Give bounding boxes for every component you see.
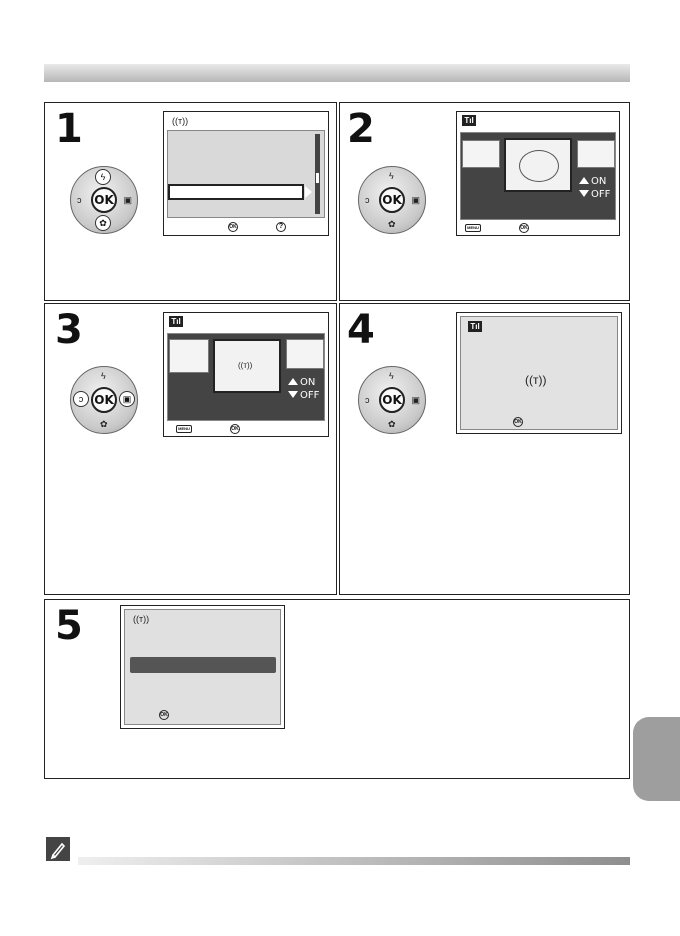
highlighted-menu-item[interactable]: [130, 657, 276, 673]
signal-strength-icon: Tıl: [468, 321, 482, 332]
ok-icon: OK: [513, 417, 523, 427]
menu-icon: MENU: [465, 224, 481, 232]
on-label: ON: [300, 377, 316, 388]
flash-icon: ϟ: [101, 371, 106, 381]
ok-button[interactable]: OK: [379, 187, 405, 213]
signal-strength-icon: Tıl: [462, 115, 476, 126]
thumbnail-next: [577, 140, 615, 168]
flower-image: [519, 150, 559, 182]
ok-icon: OK: [228, 222, 238, 232]
ok-icon: OK: [230, 424, 240, 434]
macro-icon: ✿: [388, 219, 396, 229]
wireless-icon: ((ᴛ)): [525, 373, 547, 387]
menu-icon: MENU: [176, 425, 192, 433]
multi-selector: ϟ ✿ ↄ ▣ OK: [358, 166, 426, 234]
scrollbar-thumb: [315, 172, 320, 184]
thumbnail-next: [286, 339, 324, 369]
step-1-panel: 1 ϟ ✿ ↄ ▣ OK ((ᴛ)) OK ?: [44, 102, 337, 301]
step-3-panel: 3 ϟ ✿ ↄ ▣ OK Tıl ((ᴛ)) ON OFF MENU OK: [44, 303, 337, 595]
ok-button[interactable]: OK: [91, 387, 117, 413]
multi-selector: ϟ ✿ ↄ ▣ OK: [70, 166, 138, 234]
step-5-panel: 5 ((ᴛ)) OK: [44, 599, 630, 779]
step-number-3: 3: [55, 307, 83, 353]
camera-monitor-2: Tıl ON OFF MENU OK: [456, 111, 620, 236]
thumbnail-previous: [169, 339, 209, 373]
flash-icon: ϟ: [389, 171, 394, 181]
off-indicator: OFF: [579, 189, 610, 200]
section-header-bar: [44, 64, 630, 82]
exposure-comp-icon: ▣: [123, 195, 132, 205]
self-timer-icon: ↄ: [77, 195, 82, 205]
help-icon: ?: [276, 222, 286, 232]
wireless-icon: ((ᴛ)): [172, 116, 189, 126]
off-label: OFF: [591, 189, 611, 200]
thumbnail-selected[interactable]: [213, 339, 281, 393]
step-4-panel: 4 ϟ ✿ ↄ ▣ OK Tıl ((ᴛ)) OK: [339, 303, 630, 595]
exposure-comp-icon: ▣: [411, 195, 420, 205]
macro-icon: ✿: [100, 419, 108, 429]
transfer-screen: [460, 316, 618, 430]
multi-selector: ϟ ✿ ↄ ▣ OK: [70, 366, 138, 434]
menu-item-arrow: [305, 186, 312, 198]
ok-button[interactable]: OK: [91, 187, 117, 213]
chapter-side-tab: [633, 717, 680, 801]
step-number-2: 2: [347, 106, 375, 152]
ok-icon: OK: [519, 223, 529, 233]
exposure-comp-icon: ▣: [411, 395, 420, 405]
off-label: OFF: [300, 390, 320, 401]
macro-icon: ✿: [95, 215, 111, 231]
menu-list-area: [167, 130, 325, 218]
macro-icon: ✿: [388, 419, 396, 429]
ok-button[interactable]: OK: [379, 387, 405, 413]
on-indicator: ON: [288, 377, 315, 388]
flash-icon: ϟ: [95, 169, 111, 185]
highlighted-menu-item[interactable]: [168, 184, 304, 200]
wireless-icon: ((ᴛ)): [133, 614, 150, 624]
thumbnail-previous: [462, 140, 500, 168]
step-number-1: 1: [55, 106, 83, 152]
on-label: ON: [591, 176, 607, 187]
exposure-comp-icon: ▣: [119, 391, 135, 407]
note-pencil-icon: [46, 837, 70, 861]
step-number-5: 5: [55, 603, 83, 649]
flash-icon: ϟ: [389, 371, 394, 381]
multi-selector: ϟ ✿ ↄ ▣ OK: [358, 366, 426, 434]
camera-monitor-5: ((ᴛ)) OK: [120, 605, 285, 729]
off-indicator: OFF: [288, 390, 319, 401]
self-timer-icon: ↄ: [365, 395, 370, 405]
wireless-icon: ((ᴛ)): [238, 361, 253, 370]
signal-strength-icon: Tıl: [169, 316, 183, 327]
camera-monitor-1: ((ᴛ)) OK ?: [163, 111, 329, 236]
self-timer-icon: ↄ: [73, 391, 89, 407]
step-2-panel: 2 ϟ ✿ ↄ ▣ OK Tıl ON OFF MENU OK: [339, 102, 630, 301]
ok-icon: OK: [159, 710, 169, 720]
note-header-bar: [78, 857, 630, 865]
camera-monitor-3: Tıl ((ᴛ)) ON OFF MENU OK: [163, 312, 329, 437]
self-timer-icon: ↄ: [365, 195, 370, 205]
camera-monitor-4: Tıl ((ᴛ)) OK: [456, 312, 622, 434]
step-number-4: 4: [347, 307, 375, 353]
on-indicator: ON: [579, 176, 606, 187]
